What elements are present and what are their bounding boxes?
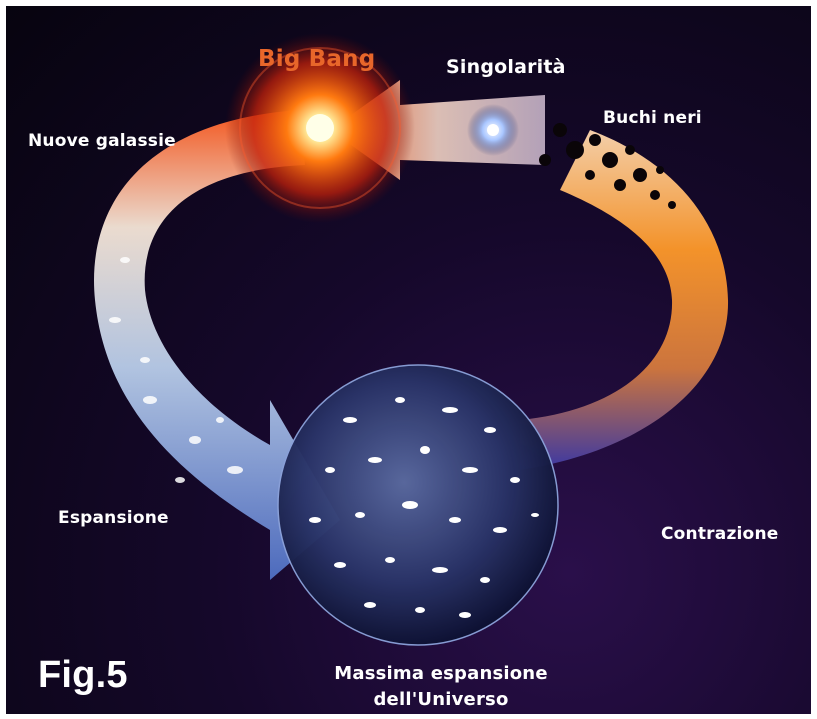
sphere-galaxies bbox=[309, 397, 539, 618]
black-holes-label: Buchi neri bbox=[603, 108, 702, 128]
figure-number: Fig.5 bbox=[38, 654, 128, 696]
big-bang-label: Big Bang bbox=[258, 46, 376, 72]
expansion-label: Espansione bbox=[58, 508, 169, 528]
expansion-band bbox=[94, 110, 340, 580]
max-expansion-line2: dell'Universo bbox=[373, 689, 509, 710]
cycle-illustration bbox=[94, 33, 729, 646]
black-holes bbox=[539, 123, 676, 209]
singularity-label: Singolarità bbox=[446, 56, 566, 78]
max-expansion-line1: Massima espansione bbox=[334, 663, 548, 684]
new-galaxies-label: Nuove galassie bbox=[28, 131, 176, 151]
big-bang-core bbox=[306, 114, 334, 142]
contraction-label: Contrazione bbox=[661, 524, 779, 544]
cosmic-cycle-diagram: Big Bang Singolarità Buchi neri Nuove ga… bbox=[6, 6, 811, 714]
contraction-band bbox=[520, 130, 729, 470]
band-galaxies bbox=[109, 257, 243, 483]
singularity-core bbox=[487, 124, 499, 136]
max-expansion-label: Massima espansione dell'Universo bbox=[306, 661, 576, 713]
big-bang-ring bbox=[239, 47, 401, 209]
